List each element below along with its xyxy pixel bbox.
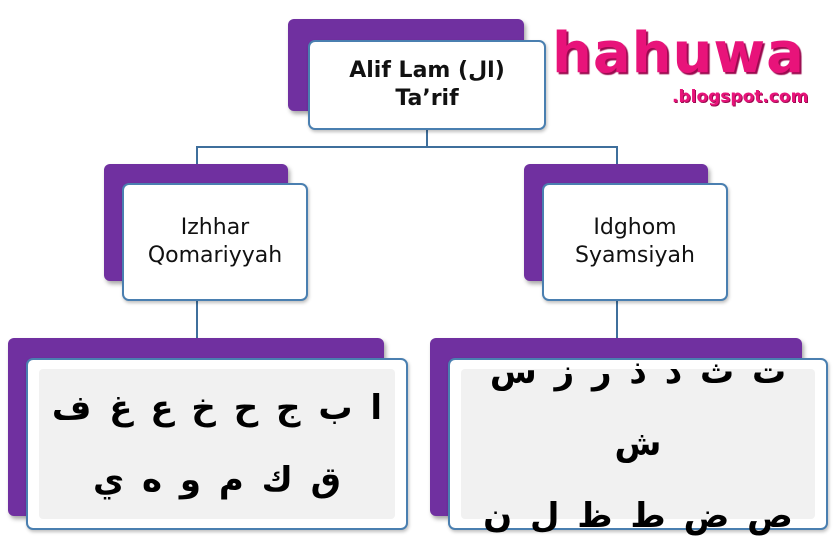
izhhar-node-label-line2: Qomariyyah bbox=[147, 243, 283, 268]
hahuwa-blog-logo: hahuwa .blogspot.com bbox=[552, 22, 830, 122]
root-connector-vertical bbox=[426, 128, 428, 148]
syamsiyah-letters-panel: ت ث د ذ ر ز س ش ص ض ط ظ ل ن bbox=[461, 352, 815, 536]
qomariyyah-letters-row1: ا ب ج ح خ ع غ ف bbox=[51, 388, 383, 428]
izhhar-node: Izhhar Qomariyyah bbox=[122, 183, 308, 301]
left-leaf-connector bbox=[196, 300, 198, 358]
branch-connector-horizontal bbox=[196, 146, 618, 148]
syamsiyah-letters-box: ت ث د ذ ر ز س ش ص ض ط ظ ل ن bbox=[448, 352, 828, 536]
idghom-node-label-line1: Idghom bbox=[593, 215, 677, 240]
root-node-title: Alif Lam (ال) bbox=[349, 58, 505, 83]
syamsiyah-letters-row1: ت ث د ذ ر ز س ش bbox=[489, 352, 787, 464]
qomariyyah-letters-row2: ق ك م و ه ي bbox=[92, 460, 342, 500]
logo-brand-text: hahuwa bbox=[552, 21, 805, 86]
syamsiyah-letters-row2: ص ض ط ظ ل ن bbox=[483, 496, 793, 536]
idghom-node: Idghom Syamsiyah bbox=[542, 183, 728, 301]
idghom-node-label-line2: Syamsiyah bbox=[575, 243, 695, 268]
qomariyyah-letters-box: ا ب ج ح خ ع غ ف ق ك م و ه ي bbox=[26, 358, 408, 530]
logo-domain-text: .blogspot.com bbox=[672, 87, 809, 107]
root-node-subtitle: Ta’rif bbox=[395, 86, 459, 111]
right-leaf-connector bbox=[616, 300, 618, 358]
qomariyyah-letters-panel: ا ب ج ح خ ع غ ف ق ك م و ه ي bbox=[39, 369, 395, 519]
izhhar-node-label-line1: Izhhar bbox=[180, 215, 250, 240]
root-node: Alif Lam (ال) Ta’rif bbox=[308, 40, 546, 130]
